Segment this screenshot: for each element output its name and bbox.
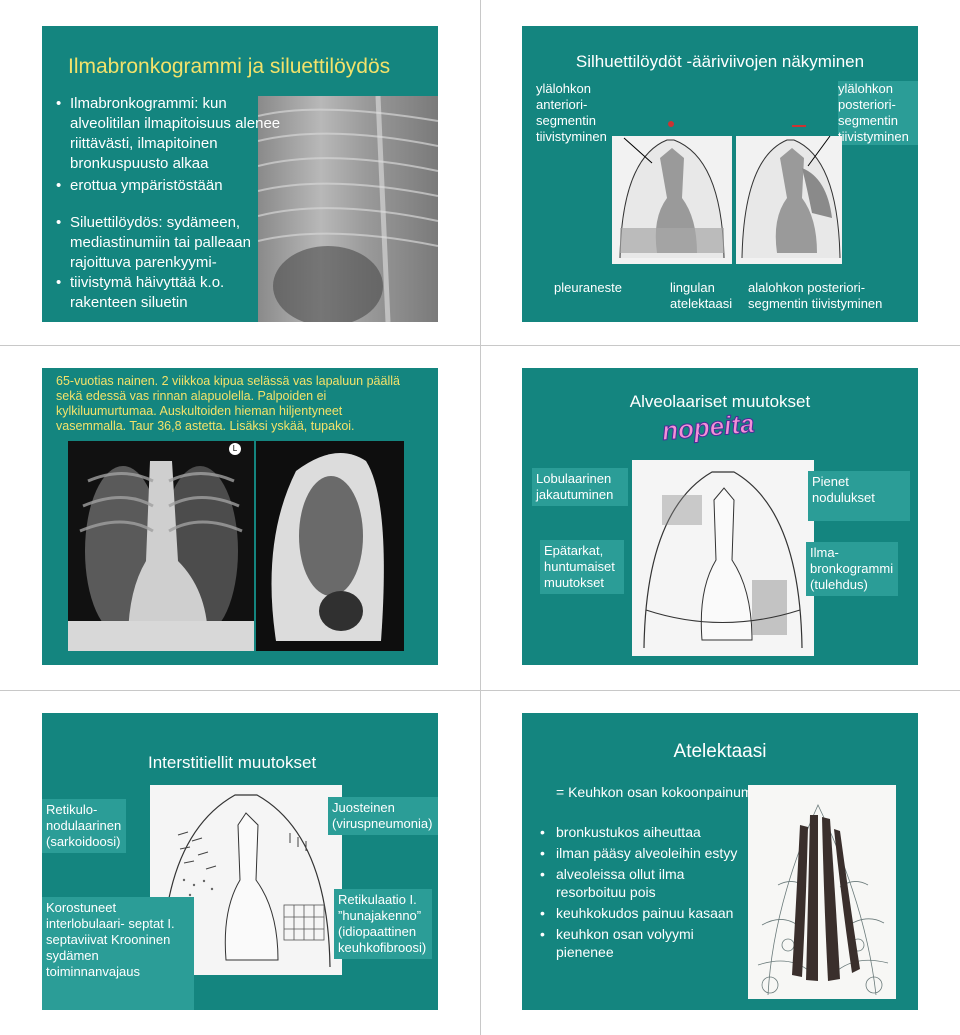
- bullet-line: riittävästi, ilmapitoinen: [70, 135, 218, 152]
- bullet-line: alveolitilan ilmapitoisuus alenee: [70, 115, 281, 132]
- label-anterior: ylälohkon anteriori- segmentin tiivistym…: [536, 81, 607, 144]
- bullet-line: mediastinumiin tai palleaan: [70, 234, 251, 251]
- label-pleuraneste: pleuraneste: [554, 280, 622, 295]
- label-nodulukset: Pienet nodulukset: [808, 471, 910, 521]
- bullet-item: keuhkokudos painuu kasaan: [540, 904, 740, 922]
- bullet-dot: •: [56, 214, 62, 231]
- slide-interstitiellit: Interstitiellit muutokset Retikulo- nodu…: [42, 713, 438, 1010]
- definition-text: = Keuhkon osan kokoonpainuminen: [556, 784, 780, 800]
- bullet-line: Siluettilöydös: sydämeen,: [70, 214, 241, 231]
- label-lingula: lingulan atelektaasi: [670, 280, 733, 311]
- xray-image: [258, 96, 438, 322]
- case-text-line: vasemmalla. Taur 36,8 astetta. Lisäksi y…: [56, 419, 355, 433]
- bullet-item: keuhkon osan volyymi pienenee: [540, 925, 740, 961]
- slide-potilastapaus: 65-vuotias nainen. 2 viikkoa kipua seläs…: [42, 368, 438, 665]
- case-text: 65-vuotias nainen. 2 viikkoa kipua seläs…: [56, 374, 436, 434]
- slide-atelektaasi: Atelektaasi = Keuhkon osan kokoonpainumi…: [522, 713, 918, 1010]
- bullet-line: erottua ympäristöstään: [70, 177, 223, 194]
- case-text-line: sekä edessä vas rinnan alapuolella. Palp…: [56, 389, 327, 403]
- bullet-line: rakenteen siluetin: [70, 294, 188, 311]
- case-text-line: kylkiluumurtumaa. Auskultoiden hieman hi…: [56, 404, 343, 418]
- label-retikulonodulaarinen: Retikulo- nodulaarinen (sarkoidoosi): [42, 799, 126, 853]
- nopeita-stamp: nopeita: [660, 408, 756, 447]
- slide-alveolaariset: Alveolaariset muutokset nopeita Lobulaar…: [522, 368, 918, 665]
- slide-silhuettiloydot: Silhuettilöydöt -ääriviivojen näkyminen …: [522, 26, 918, 322]
- label-retikulaatio: Retikulaatio I. ”hunajakenno” (idiopaatt…: [334, 889, 432, 959]
- label-lobulaarinen: Lobulaarinen jakautuminen: [532, 468, 628, 506]
- alveoli-illustration: [748, 785, 896, 999]
- bullet-list: bronkustukos aiheuttaa ilman pääsy alveo…: [540, 823, 740, 961]
- slide-title: Atelektaasi: [673, 741, 767, 762]
- label-ilmabronkogrammi: Ilma- bronkogrammi (tulehdus): [806, 542, 898, 596]
- label-juosteinen: Juosteinen (viruspneumonia): [328, 797, 438, 835]
- bullet-item: bronkustukos aiheuttaa: [540, 823, 740, 841]
- label-epatarkat: Epätarkat, huntumaiset muutokset: [540, 540, 624, 594]
- slide-ilmabronkogrammi: Ilmabronkogrammi ja siluettilöydös • Ilm…: [42, 26, 438, 322]
- lung-diagrams: [612, 121, 842, 264]
- label-alalohko: alalohkon posteriori- segmentin tiivisty…: [748, 280, 883, 311]
- slide-title: Alveolaariset muutokset: [629, 392, 811, 411]
- lung-diagram: [632, 460, 814, 656]
- bullet-item: ilman pääsy alveoleihin estyy: [540, 844, 740, 862]
- slide-title: Ilmabronkogrammi ja siluettilöydös: [68, 55, 391, 78]
- xray-lateral: [256, 441, 404, 651]
- slide-title: Interstitiellit muutokset: [148, 753, 317, 772]
- bullet-item: alveoleissa ollut ilma resorboituu pois: [540, 865, 740, 901]
- bullet-line: bronkuspuusto alkaa: [70, 155, 209, 172]
- bullet-dot: •: [56, 177, 62, 194]
- bullet-ilmabronkogrammi: • Ilmabronkogrammi: kun alveolitilan ilm…: [56, 94, 316, 196]
- case-text-line: 65-vuotias nainen. 2 viikkoa kipua seläs…: [56, 374, 400, 388]
- bullet-line: tiivistymä häivyttää k.o.: [70, 274, 225, 291]
- label-posterior: ylälohkon posteriori- segmentin tiivisty…: [838, 81, 918, 145]
- bullet-line: rajoittuva parenkyymi-: [70, 254, 217, 271]
- label-interlobulaariseptat: Korostuneet interlobulaari- septat I. se…: [42, 897, 194, 1010]
- page-divider: [480, 0, 481, 1035]
- bullet-dot: •: [56, 274, 62, 291]
- slide-title: Silhuettilöydöt -ääriviivojen näkyminen: [575, 52, 865, 71]
- xray-frontal: [68, 441, 254, 651]
- bullet-dot: •: [56, 95, 62, 112]
- bullet-line: Ilmabronkogrammi: kun: [70, 95, 227, 112]
- bullet-siluettiloydos: • Siluettilöydös: sydämeen, mediastinumi…: [56, 213, 316, 313]
- marker-l: L: [229, 443, 241, 455]
